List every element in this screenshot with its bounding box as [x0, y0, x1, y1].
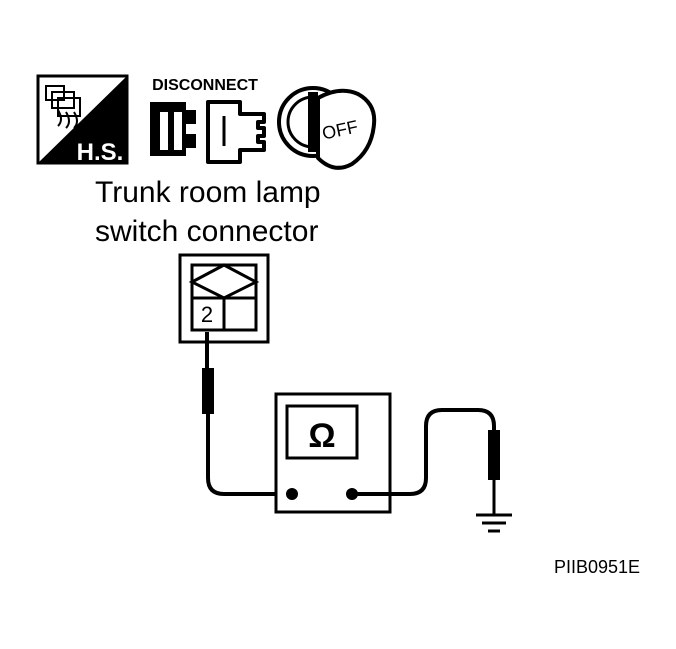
- connector-face: 2: [178, 253, 270, 344]
- ignition-key-off-icon: OFF: [277, 86, 377, 170]
- ohm-symbol: Ω: [308, 417, 335, 455]
- figure-id: PIIB0951E: [554, 557, 640, 577]
- connector-title-line1: Trunk room lamp: [95, 176, 321, 209]
- harness-side-label: H.S.: [77, 139, 124, 166]
- probe-lead-ground-side: [352, 408, 500, 514]
- harness-side-icon: H.S.: [36, 74, 129, 166]
- probe-lead-connector-side: [202, 332, 290, 496]
- terminal-2-label: 2: [201, 302, 213, 327]
- disconnect-label: DISCONNECT: [152, 77, 258, 94]
- disconnect-connector-icon: DISCONNECT: [150, 77, 266, 164]
- connector-title-line2: switch connector: [95, 215, 318, 248]
- ground-symbol-icon: [476, 513, 512, 533]
